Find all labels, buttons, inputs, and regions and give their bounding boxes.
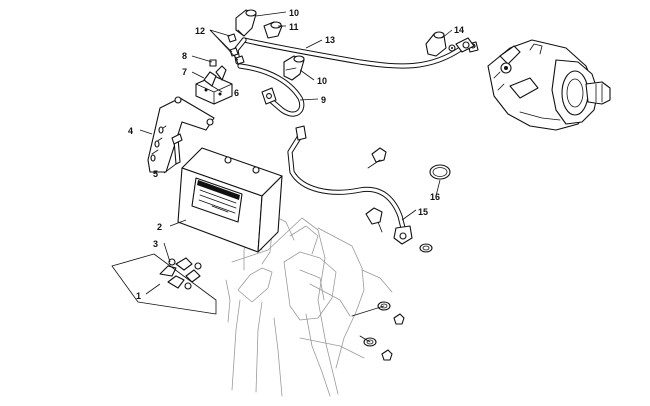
callout-4: 4 — [128, 126, 133, 136]
callout-10-lower: 10 — [317, 76, 327, 86]
terminal-boot-starter — [425, 31, 456, 57]
fasteners — [351, 147, 433, 361]
callout-16: 16 — [430, 192, 440, 202]
hardware-nuts — [227, 33, 245, 65]
callout-12: 12 — [195, 26, 205, 36]
callout-2: 2 — [157, 222, 162, 232]
callout-11: 11 — [289, 22, 299, 32]
callout-10-top: 10 — [289, 8, 299, 18]
callout-8: 8 — [182, 51, 187, 61]
callout-labels: 1 2 3 4 5 6 7 8 9 10 10 11 12 13 14 15 1… — [128, 8, 464, 301]
callout-15: 15 — [418, 207, 428, 217]
terminal-boot-lower — [283, 55, 305, 81]
callout-7: 7 — [182, 67, 187, 77]
terminal-boot-small — [263, 21, 283, 39]
cable-9 — [237, 63, 305, 117]
callout-5: 5 — [153, 169, 158, 179]
callout-9: 9 — [321, 95, 326, 105]
callout-13: 13 — [325, 35, 335, 45]
leader-lines — [139, 11, 453, 295]
kit-bag-outline — [111, 253, 217, 315]
callout-3: 3 — [153, 239, 158, 249]
battery-hold-down-strap — [147, 96, 215, 173]
starter-motor — [467, 39, 611, 131]
terminal-hardware-kit — [159, 257, 202, 290]
retainer-clip — [429, 164, 451, 180]
terminal-boot-top — [235, 9, 257, 37]
callout-6: 6 — [234, 88, 239, 98]
callout-14: 14 — [454, 25, 464, 35]
cable-15 — [287, 125, 413, 245]
strap-bolt — [171, 133, 183, 165]
fuse-relay-block — [195, 59, 233, 105]
callout-1: 1 — [136, 291, 141, 301]
battery — [177, 147, 283, 253]
